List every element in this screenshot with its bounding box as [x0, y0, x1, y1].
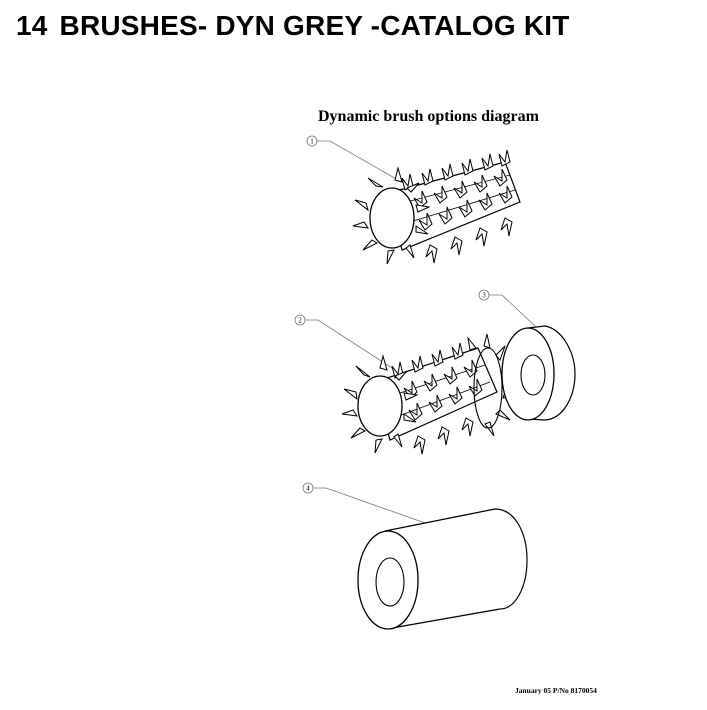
diagram-title: Dynamic brush options diagram [318, 108, 539, 125]
section-number: 14 [16, 10, 48, 41]
callout-3: 3 [478, 289, 536, 327]
footer-part-reference: January 05 P/No 8170054 [515, 686, 597, 695]
section-title: BRUSHES- DYN GREY -CATALOG KIT [59, 10, 570, 41]
collar-ring-3 [501, 325, 576, 421]
callout-2: 2 [294, 314, 393, 369]
section-heading: 14 BRUSHES- DYN GREY -CATALOG KIT [16, 10, 570, 42]
callout-4: 4 [302, 482, 429, 525]
brush-roll-2 [341, 333, 518, 455]
sleeve-4 [357, 508, 528, 630]
callout-4-label: 4 [306, 485, 310, 493]
callout-2-label: 2 [298, 317, 302, 325]
callout-3-label: 3 [482, 292, 486, 300]
callout-1-label: 1 [310, 138, 314, 146]
brush-roll-1 [352, 149, 521, 265]
callout-1: 1 [306, 135, 399, 181]
